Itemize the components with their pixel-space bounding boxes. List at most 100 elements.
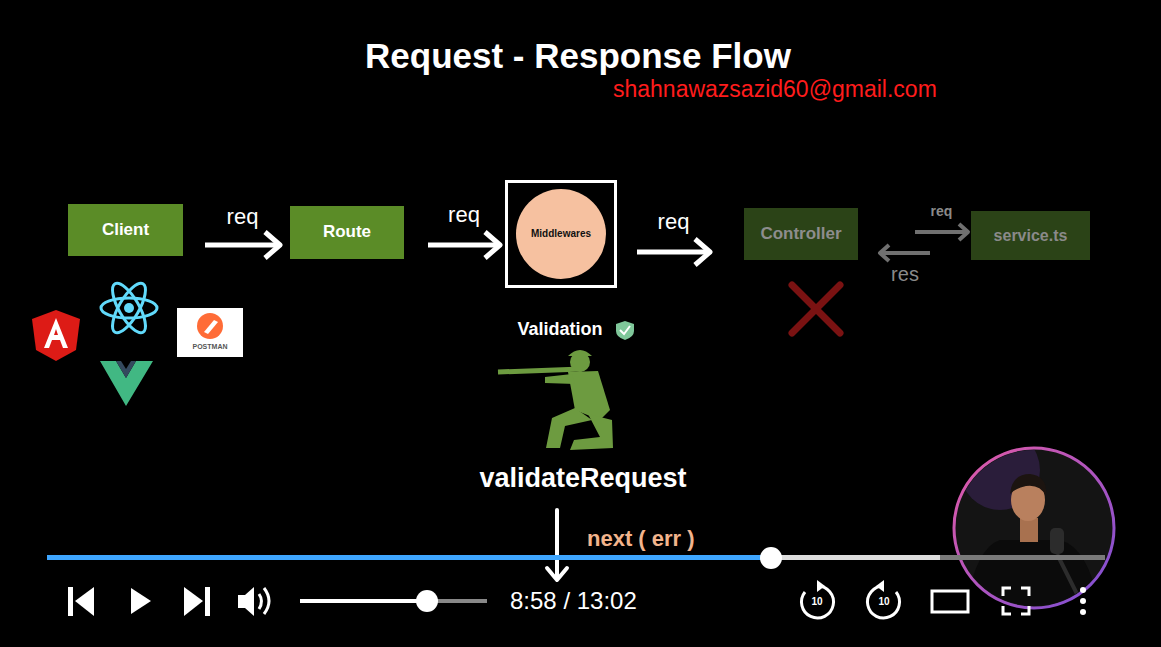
seek-number-box: 10 [878, 596, 889, 608]
webcam [954, 430, 1114, 612]
speaker-icon [238, 587, 254, 616]
node-text: Controller [760, 224, 841, 244]
badge-check [620, 326, 630, 334]
bar-track [47, 555, 1105, 560]
react-core [124, 303, 134, 313]
presenter [960, 430, 1100, 612]
title-text: Request - Response Flow [365, 36, 791, 75]
postman-circle [197, 313, 223, 339]
arrow-shaft [555, 510, 559, 578]
client-box: Client [68, 204, 183, 256]
bar-buffer [47, 555, 940, 560]
react-orbit [106, 279, 151, 337]
edge-label-box: req [655, 210, 693, 234]
time-display-box: 8:58 / 13:02 [510, 587, 637, 616]
arrow-shaft [205, 243, 278, 248]
rifle [498, 369, 582, 372]
microphone [1050, 528, 1064, 554]
cross-stroke [792, 285, 840, 333]
cross-stroke [792, 285, 840, 333]
menu-dot [1080, 598, 1086, 604]
edge-label-box: req [928, 204, 956, 219]
watermark-box: shahnawazsazid60@gmail.com [613, 76, 937, 104]
arrow-head [547, 568, 567, 580]
speaker-wave [259, 594, 262, 609]
soldier-figure [498, 350, 613, 450]
function-name-box: validateRequest [479, 462, 686, 494]
postman-card [177, 308, 243, 357]
vue-inner [116, 361, 136, 378]
edge-label-box: req [445, 203, 483, 227]
service-box: service.ts [971, 211, 1090, 260]
badge-shield [616, 321, 634, 340]
prev-bar [68, 587, 73, 616]
slide-title: Request - Response Flow [0, 36, 1156, 76]
logo-caption-box: POSTMAN [193, 343, 228, 351]
bar-played [47, 555, 771, 560]
soldier-helmet [568, 350, 592, 356]
arrow-shaft [915, 230, 966, 234]
presenter-shirt [965, 540, 1100, 612]
function-name: validateRequest [479, 463, 686, 493]
flow-arrow [880, 245, 930, 261]
logo-caption: POSTMAN [193, 343, 228, 350]
player-controls [68, 580, 1086, 618]
arrow-head [880, 245, 889, 261]
seek-number-box: 10 [811, 596, 822, 608]
mic-arm [1057, 554, 1080, 600]
arrow-shaft [637, 250, 708, 255]
presenter-hair [1010, 474, 1046, 496]
call-label: next ( err ) [587, 526, 695, 551]
presenter-neck [1020, 518, 1038, 542]
step-label: Validation [517, 319, 602, 339]
menu-dot [1080, 587, 1086, 593]
seek-number: 10 [811, 596, 822, 607]
flow-arrow [428, 232, 500, 258]
forward-head [876, 580, 884, 592]
arrow-head [485, 232, 500, 258]
fullscreen-icon [1003, 588, 1029, 614]
arrow-head [265, 232, 280, 258]
controller-box: Controller [744, 208, 858, 260]
node-text: Middlewares [531, 228, 591, 240]
react-orbit [106, 279, 151, 337]
down-arrow [547, 510, 567, 580]
call-label-box: next ( err ) [587, 526, 695, 552]
replay-head [817, 580, 825, 592]
edge-label: req [227, 204, 259, 229]
watermark: shahnawazsazid60@gmail.com [613, 76, 937, 102]
step-label-box: Validation [517, 319, 602, 341]
edge-label: req [931, 203, 953, 219]
route-box: Route [290, 206, 404, 259]
node-text: Client [102, 220, 149, 240]
vue-outer [100, 361, 153, 406]
flow-arrow [915, 224, 968, 240]
angular-shield [32, 310, 80, 361]
next-bar [205, 587, 210, 616]
angular-letter [44, 318, 68, 348]
node-text: Route [323, 222, 371, 242]
play-icon [131, 588, 151, 614]
seek-number: 10 [878, 596, 889, 607]
arrow-head [959, 224, 968, 240]
middleware-box: Middlewares [505, 180, 617, 288]
volume-level [300, 599, 427, 603]
arrow-shaft [428, 243, 498, 248]
angular-logo [32, 310, 80, 361]
prev-triangle [75, 587, 94, 616]
edge-label-box: req [224, 205, 262, 229]
vue-logo [100, 361, 153, 406]
theater-icon [932, 591, 968, 612]
flow-arrow [205, 232, 280, 258]
flow-arrow [637, 239, 710, 265]
next-triangle [184, 587, 203, 616]
progress-bar [47, 547, 1105, 569]
react-logo [101, 279, 157, 337]
react-orbit [101, 298, 157, 318]
edge-label: res [891, 263, 919, 285]
postman-rocket [204, 320, 218, 334]
red-cross [792, 285, 840, 333]
volume-knob [416, 590, 438, 612]
circle-fill [516, 189, 606, 279]
